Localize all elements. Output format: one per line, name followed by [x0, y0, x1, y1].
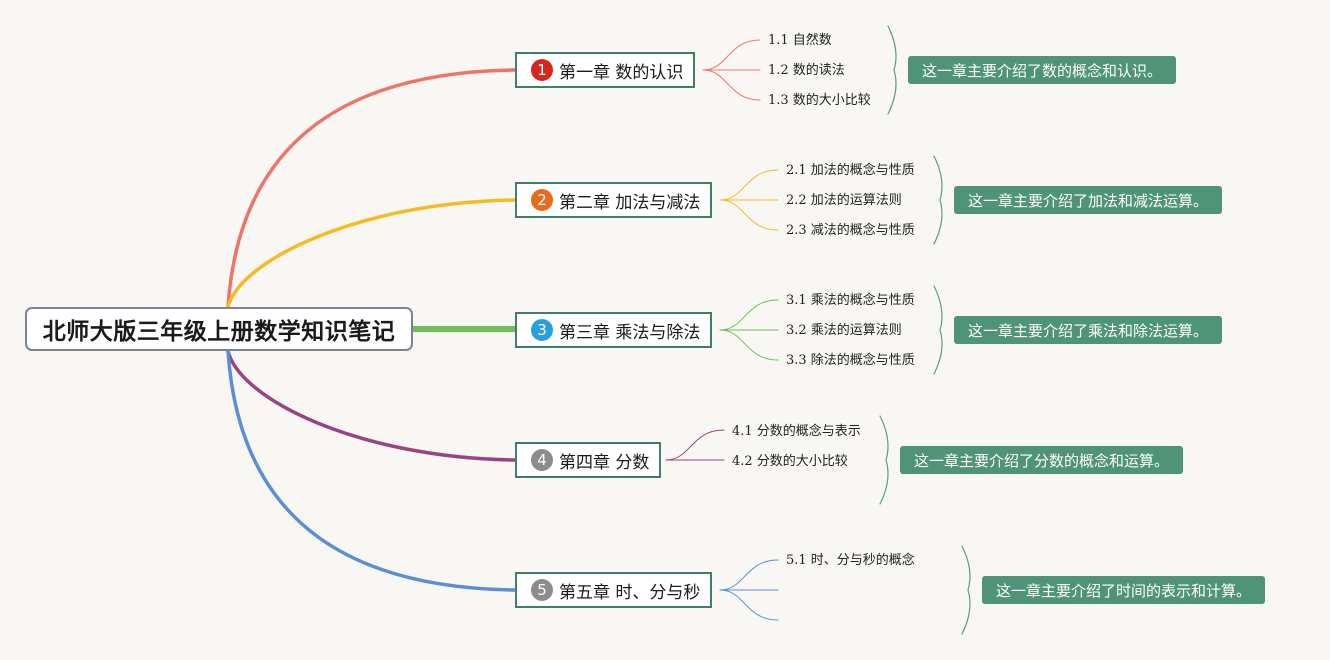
chapter-2-node[interactable]: 2 第二章 加法与减法 — [515, 182, 713, 218]
chapter-1-title: 第一章 数的认识 — [559, 62, 684, 83]
root-node[interactable]: 北师大版三年级上册数学知识笔记 — [25, 307, 413, 351]
topic-connector-5-3 — [719, 589, 779, 621]
topic-connector-2-3 — [719, 199, 779, 231]
topic-connector-3-3 — [719, 329, 779, 361]
branch-4-curve — [226, 349, 517, 462]
chapter-1-number-badge: 1 — [531, 59, 553, 81]
topic-3-2[interactable]: 3.2 乘法的运算法则 — [786, 323, 902, 338]
topic-connector-2-1 — [719, 169, 779, 201]
chapter-5-title: 第五章 时、分与秒 — [559, 582, 701, 603]
topic-4-1[interactable]: 4.1 分数的概念与表示 — [732, 424, 861, 439]
topic-connector-5-1 — [719, 559, 779, 591]
branch-2-curve — [226, 198, 517, 309]
chapter-2-number-badge: 2 — [531, 189, 553, 211]
chapter-5-node[interactable]: 5 第五章 时、分与秒 — [515, 572, 713, 608]
chapter-3-title: 第三章 乘法与除法 — [559, 322, 701, 343]
chapter-2-summary-text: 这一章主要介绍了加法和减法运算。 — [968, 191, 1209, 210]
topic-1-3[interactable]: 1.3 数的大小比较 — [768, 93, 871, 108]
chapter-3-summary[interactable]: 这一章主要介绍了乘法和除法运算。 — [954, 316, 1223, 344]
topic-2-3[interactable]: 2.3 减法的概念与性质 — [786, 223, 915, 238]
summary-brace-4 — [879, 415, 889, 505]
chapter-2-title: 第二章 加法与减法 — [559, 192, 701, 213]
topic-2-2[interactable]: 2.2 加法的运算法则 — [786, 193, 902, 208]
chapter-3-summary-text: 这一章主要介绍了乘法和除法运算。 — [968, 321, 1209, 340]
summary-brace-1 — [887, 25, 897, 115]
root-title: 北师大版三年级上册数学知识笔记 — [42, 319, 396, 345]
chapter-4-summary[interactable]: 这一章主要介绍了分数的概念和运算。 — [900, 446, 1184, 474]
chapter-5-summary[interactable]: 这一章主要介绍了时间的表示和计算。 — [982, 576, 1266, 604]
topic-1-1[interactable]: 1.1 自然数 — [768, 33, 832, 48]
topic-connector-1-3 — [702, 69, 761, 101]
summary-brace-5 — [961, 545, 971, 635]
chapter-4-summary-text: 这一章主要介绍了分数的概念和运算。 — [914, 451, 1170, 470]
chapter-3-node[interactable]: 3 第三章 乘法与除法 — [515, 312, 713, 348]
branch-1-curve — [226, 68, 517, 309]
chapter-1-summary[interactable]: 这一章主要介绍了数的概念和认识。 — [908, 56, 1177, 84]
chapter-4-number-badge: 4 — [531, 449, 553, 471]
chapter-5-number-badge: 5 — [531, 579, 553, 601]
branch-5-curve — [226, 349, 517, 592]
topic-5-1[interactable]: 5.1 时、分与秒的概念 — [786, 553, 915, 568]
chapter-4-node[interactable]: 4 第四章 分数 — [515, 442, 662, 478]
chapter-1-summary-text: 这一章主要介绍了数的概念和认识。 — [922, 61, 1163, 80]
chapter-5-summary-text: 这一章主要介绍了时间的表示和计算。 — [996, 581, 1252, 600]
topic-3-3[interactable]: 3.3 除法的概念与性质 — [786, 353, 915, 368]
chapter-4-title: 第四章 分数 — [559, 452, 650, 473]
topic-3-1[interactable]: 3.1 乘法的概念与性质 — [786, 293, 915, 308]
topic-2-1[interactable]: 2.1 加法的概念与性质 — [786, 163, 915, 178]
topic-4-2[interactable]: 4.2 分数的大小比较 — [732, 454, 848, 469]
chapter-2-summary[interactable]: 这一章主要介绍了加法和减法运算。 — [954, 186, 1223, 214]
summary-brace-3 — [933, 285, 943, 375]
topic-1-2[interactable]: 1.2 数的读法 — [768, 63, 845, 78]
summary-brace-2 — [933, 155, 943, 245]
chapter-1-node[interactable]: 1 第一章 数的认识 — [515, 52, 696, 88]
chapter-3-number-badge: 3 — [531, 319, 553, 341]
topic-connector-1-1 — [702, 39, 761, 71]
topic-connector-4-1 — [665, 429, 725, 461]
topic-connector-3-1 — [719, 299, 779, 331]
